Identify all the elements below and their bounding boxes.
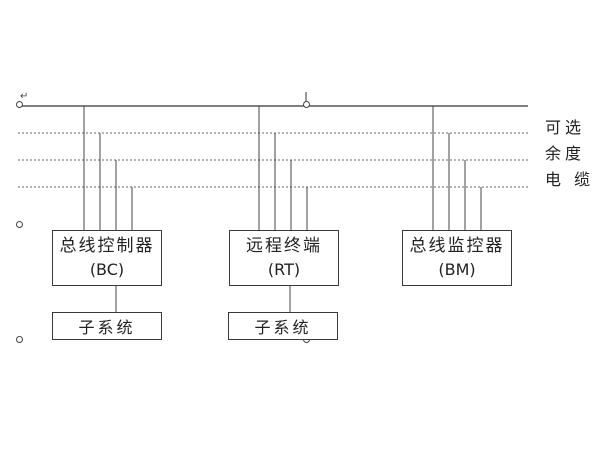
bus-controller-code: (BC) (89, 260, 125, 279)
rt-subsystem-box: 子系统 (228, 312, 338, 340)
rt-bus-stubs (258, 106, 308, 230)
cable-label-line-1: 可选 (545, 118, 586, 137)
remote-terminal-code: (RT) (267, 260, 301, 279)
bc-subsystem-box: 子系统 (52, 312, 162, 340)
return-mark: ↵ (20, 91, 29, 102)
bus-monitor-box: 总线监控器 (BM) (402, 230, 512, 286)
anchor-mark (16, 336, 23, 343)
anchor-mark (16, 221, 23, 228)
bus-controller-name: 总线控制器 (59, 236, 155, 256)
anchor-mark (16, 101, 23, 108)
remote-terminal-box: 远程终端 (RT) (229, 230, 339, 286)
cable-label-line-2: 余度 (545, 144, 586, 163)
bus-monitor-code: (BM) (438, 260, 476, 279)
bus-monitor-name: 总线监控器 (409, 236, 505, 256)
bm-bus-stubs (432, 106, 482, 230)
bc-bus-stubs (83, 106, 133, 230)
anchor-mark (303, 101, 310, 108)
remote-terminal-name: 远程终端 (246, 236, 322, 256)
cable-label-line-3: 电 缆 (545, 170, 595, 189)
bus-controller-box: 总线控制器 (BC) (52, 230, 162, 286)
